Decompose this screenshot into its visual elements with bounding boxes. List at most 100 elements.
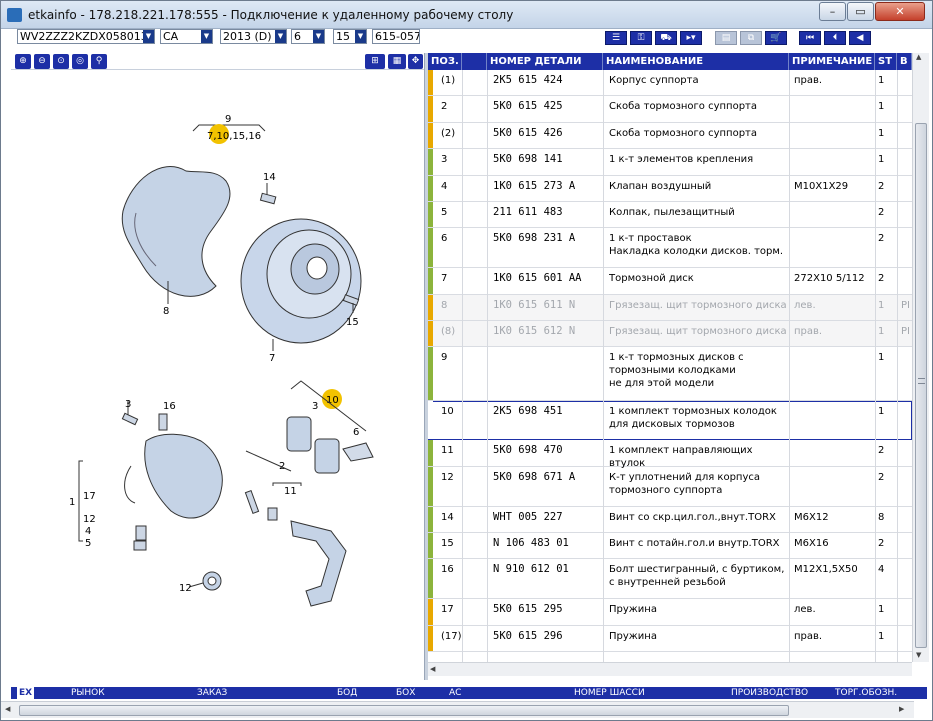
scroll-left-icon[interactable]: ◀: [430, 665, 436, 673]
callout-14[interactable]: 14: [263, 172, 276, 183]
callout-8[interactable]: 8: [163, 306, 169, 317]
dropdown-arrow-icon[interactable]: ▼: [143, 30, 154, 43]
scroll-down-icon[interactable]: ▼: [916, 651, 922, 659]
illustration-combo[interactable]: 615-057: [372, 29, 420, 44]
caliper-housing: [144, 433, 223, 519]
play-menu-icon[interactable]: ▸▾: [680, 31, 702, 45]
header-note[interactable]: ПРИМЕЧАНИЕ: [789, 53, 875, 70]
vertical-scrollbar[interactable]: ▲ ▼: [912, 53, 929, 662]
callout-6[interactable]: 6: [353, 427, 359, 438]
close-button[interactable]: ✕: [875, 2, 925, 21]
cell-pos: 3: [441, 154, 448, 166]
row-status-bar: [428, 400, 433, 440]
year-combo[interactable]: 2013 (D) ▼: [220, 29, 287, 44]
callout-3b[interactable]: 3: [312, 401, 318, 412]
cart-icon[interactable]: 🛒: [765, 31, 787, 45]
callout-3a[interactable]: 3: [125, 399, 131, 410]
header-name[interactable]: НАИМЕНОВАНИЕ: [603, 53, 789, 70]
market-combo[interactable]: CA ▼: [160, 29, 213, 44]
cell-st: 8: [878, 511, 885, 523]
callout-10[interactable]: 10: [326, 395, 339, 406]
header-st[interactable]: ST: [875, 53, 897, 70]
key-icon[interactable]: ⚿: [630, 31, 652, 45]
header-b[interactable]: B: [897, 53, 912, 70]
car-icon[interactable]: ⛟: [655, 31, 677, 45]
callout-12a[interactable]: 12: [83, 514, 96, 525]
search-icon[interactable]: ⚲: [91, 54, 107, 69]
callout-7[interactable]: 7: [269, 353, 275, 364]
cell-b: PI: [901, 326, 910, 337]
group-value: 6: [294, 30, 301, 43]
scroll-right-icon[interactable]: ▶: [899, 705, 905, 713]
callout-15[interactable]: 15: [346, 317, 359, 328]
dropdown-arrow-icon[interactable]: ▼: [313, 30, 324, 43]
bolt-3: [121, 412, 139, 426]
minimize-button[interactable]: –: [819, 2, 846, 21]
pane-splitter[interactable]: [424, 53, 428, 680]
callout-2[interactable]: 2: [279, 461, 285, 472]
callout-4[interactable]: 4: [85, 526, 91, 537]
status-bar: EX РЫНОК ЗАКАЗ БОД БОХ АС НОМЕР ШАССИ ПР…: [11, 687, 927, 699]
cell-st: 2: [878, 445, 885, 457]
zoom-out-icon[interactable]: ⊖: [34, 54, 50, 69]
maximize-button[interactable]: ▭: [847, 2, 874, 21]
callout-9-sub[interactable]: 7,10,15,16: [207, 131, 261, 142]
dropdown-arrow-icon[interactable]: ▼: [201, 30, 212, 43]
header-part-number[interactable]: НОМЕР ДЕТАЛИ: [487, 53, 603, 70]
table-view-icon[interactable]: ▦: [388, 54, 406, 69]
list-view-icon[interactable]: ☰: [605, 31, 627, 45]
callout-5[interactable]: 5: [85, 538, 91, 549]
split-view-icon[interactable]: ⊞: [365, 54, 385, 69]
pan-icon[interactable]: ✥: [408, 54, 423, 69]
scroll-left-icon[interactable]: ◀: [5, 705, 11, 713]
callout-1[interactable]: 1: [69, 497, 75, 508]
zoom-reset-icon[interactable]: ◎: [72, 54, 88, 69]
market-value: CA: [163, 30, 179, 43]
callout-12b[interactable]: 12: [179, 583, 192, 594]
dropdown-arrow-icon[interactable]: ▼: [275, 30, 286, 43]
exploded-diagram[interactable]: 9 7,10,15,16 8 14 7 15 10: [11, 71, 424, 681]
dropdown-arrow-icon[interactable]: ▼: [355, 30, 366, 43]
callout-11[interactable]: 11: [284, 486, 297, 497]
vertical-scroll-thumb[interactable]: [915, 123, 927, 648]
cell-pos: 8: [441, 299, 448, 311]
scroll-up-icon[interactable]: ▲: [916, 53, 922, 61]
callout-16[interactable]: 16: [163, 401, 176, 412]
table-horizontal-scrollbar[interactable]: ◀: [428, 662, 912, 676]
callout-17[interactable]: 17: [83, 491, 96, 502]
cell-part-number: 5K0 615 295: [493, 603, 563, 616]
cell-pos: 15: [441, 538, 454, 549]
horizontal-scroll-thumb[interactable]: [19, 705, 789, 716]
subgroup-combo[interactable]: 15 ▼: [333, 29, 367, 44]
previous-icon[interactable]: ◀: [849, 31, 871, 45]
window-horizontal-scrollbar[interactable]: ◀ ▶: [1, 701, 914, 718]
callout-9[interactable]: 9: [225, 114, 231, 125]
group-combo[interactable]: 6 ▼: [291, 29, 325, 44]
vin-combo[interactable]: WV2ZZZ2KZDX058013 ▼: [17, 29, 155, 44]
cell-st: 1: [878, 630, 885, 642]
zoom-fit-icon[interactable]: ⊙: [53, 54, 69, 69]
header-pos[interactable]: ПОЗ.: [428, 53, 462, 70]
zoom-in-icon[interactable]: ⊕: [15, 54, 31, 69]
first-page-icon[interactable]: ⏮: [799, 31, 821, 45]
previous-page-icon[interactable]: ⏴: [824, 31, 846, 45]
